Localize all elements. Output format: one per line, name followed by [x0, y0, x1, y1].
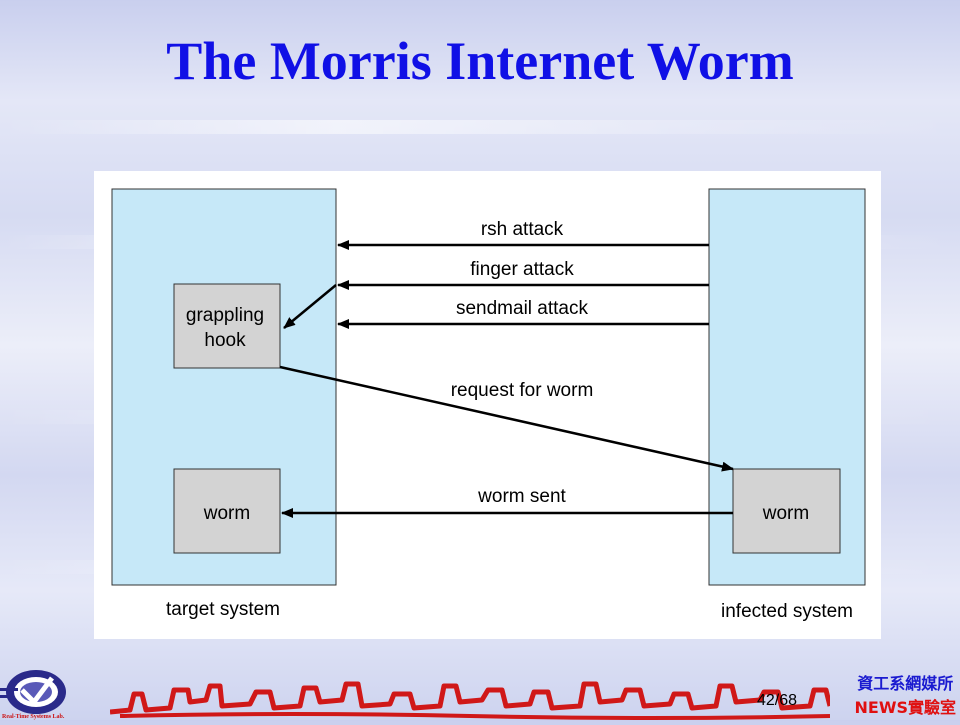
- worm-box-target: [173, 468, 281, 554]
- worm-label-infected: worm: [762, 503, 809, 524]
- rsh-attack-label: rsh attack: [481, 219, 564, 240]
- page-total: /68: [774, 692, 798, 709]
- infected-system-label: infected system: [721, 601, 853, 622]
- sendmail-attack-label: sendmail attack: [456, 298, 589, 319]
- finger-to-hook-arrow: [283, 284, 337, 329]
- logo-caption: Real-Time Systems Lab.: [2, 714, 65, 720]
- lab-logo: Real-Time Systems Lab.: [0, 662, 100, 725]
- finger-attack-label: finger attack: [470, 259, 574, 280]
- lab-name-line1: 資工系網媒所: [857, 674, 954, 693]
- request-for-worm-label: request for worm: [451, 380, 594, 401]
- grappling-hook-label-line1: grappling: [186, 305, 264, 326]
- slide-title: The Morris Internet Worm: [166, 31, 794, 91]
- grappling-hook-box: [173, 283, 281, 369]
- worm-diagram: grappling hook worm worm rsh attack fing…: [94, 171, 881, 639]
- worm-label-target: worm: [203, 503, 250, 524]
- page-current: 42: [757, 692, 775, 709]
- lab-name-line2: NEWS實驗室: [854, 698, 957, 717]
- request-for-worm-arrow: [279, 365, 734, 472]
- worm-box-infected: [732, 468, 841, 554]
- skyline-decoration: [109, 672, 833, 725]
- grappling-hook-label-line2: hook: [204, 330, 246, 351]
- page-number: 42/68: [757, 692, 797, 710]
- worm-sent-label: worm sent: [477, 486, 566, 507]
- lab-name: 資工系網媒所 NEWS實驗室: [855, 670, 957, 718]
- target-system-label: target system: [166, 599, 280, 620]
- diagram-canvas: grappling hook worm worm rsh attack fing…: [111, 188, 866, 622]
